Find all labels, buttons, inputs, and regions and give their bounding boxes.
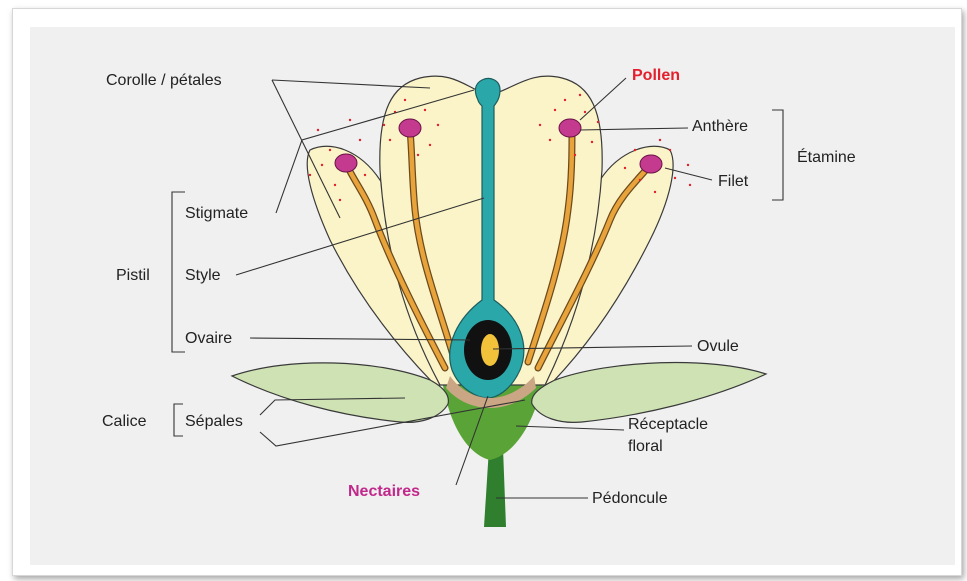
label-pollen: Pollen — [632, 67, 680, 84]
sepal-left — [232, 363, 448, 423]
label-ovaire: Ovaire — [185, 330, 232, 347]
label-style: Style — [185, 267, 221, 284]
label-sepales: Sépales — [185, 413, 243, 430]
label-nectaires: Nectaires — [348, 483, 420, 500]
label-anthere: Anthère — [692, 118, 748, 135]
label-etamine: Étamine — [797, 147, 856, 166]
label-receptacle-1: Réceptacle — [628, 416, 708, 433]
label-corolle: Corolle / pétales — [106, 72, 222, 89]
label-stigmate: Stigmate — [185, 205, 248, 222]
label-pistil: Pistil — [116, 267, 150, 284]
label-ovule: Ovule — [697, 338, 739, 355]
label-pedoncule: Pédoncule — [592, 490, 668, 507]
sepal-right — [532, 363, 766, 423]
flower-illustration — [232, 76, 766, 527]
peduncle — [484, 448, 506, 527]
ovule — [481, 334, 499, 366]
label-receptacle-2: floral — [628, 438, 663, 455]
label-filet: Filet — [718, 173, 749, 190]
label-calice: Calice — [102, 413, 147, 430]
